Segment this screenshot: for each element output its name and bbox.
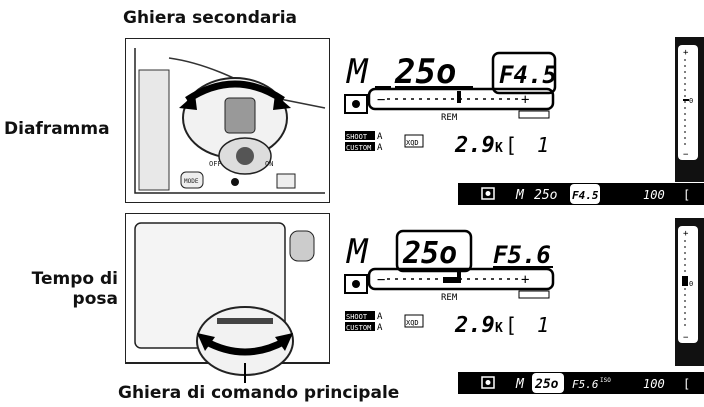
lcd2-shoot: SHOOT	[346, 313, 368, 321]
lcd2-rem: REM	[441, 293, 458, 303]
lcd1-meter-plus: +	[521, 92, 529, 108]
svg-text:0: 0	[689, 97, 693, 105]
lcd1-bracket: [	[505, 133, 517, 157]
svg-text:25o: 25o	[534, 188, 558, 203]
aperture-row-label: Diaframma	[4, 119, 110, 139]
side-exposure-indicator-2: + 0 −	[675, 218, 704, 366]
svg-text:−: −	[683, 150, 689, 160]
svg-text:100: 100	[643, 188, 665, 202]
lcd2-k: K	[495, 321, 503, 336]
lcd1-frames: 1	[537, 133, 549, 157]
shutter-row-label-line2: posa	[72, 289, 118, 309]
lcd1-meter-box	[367, 87, 555, 111]
lcd1-meter-minus: −	[377, 92, 385, 108]
lcd1-aperture-highlight	[491, 51, 557, 95]
lcd1-k: K	[495, 141, 503, 156]
bottom-dial-label: Ghiera di comando principale	[118, 383, 400, 403]
lcd2-meter-box	[367, 267, 555, 291]
viewfinder-info-2: M 25o F5.6 ISO 100 [	[458, 372, 704, 394]
lcd1-mode: M	[346, 52, 369, 92]
lcd1-custom: CUSTOM	[346, 144, 371, 152]
svg-text:M: M	[515, 188, 525, 203]
svg-text:[: [	[683, 377, 690, 391]
lcd1-shoot: SHOOT	[346, 133, 368, 141]
lcd2-a2: A	[377, 323, 383, 333]
lcd2-mode: M	[346, 232, 369, 272]
svg-text:F5.6: F5.6	[572, 378, 599, 391]
svg-text:+: +	[683, 229, 689, 239]
side-exposure-indicator-1: + 0 −	[675, 37, 704, 182]
lcd2-meter-plus: +	[521, 272, 529, 288]
svg-text:MODE: MODE	[184, 178, 199, 185]
control-panel-aperture: M 25o F4.5 − + REM SHOOT CUSTOM A A XQD …	[344, 51, 557, 158]
top-dial-label: Ghiera secondaria	[123, 8, 298, 28]
lcd1-a2: A	[377, 143, 383, 153]
svg-text:+: +	[683, 48, 689, 58]
svg-text:0: 0	[689, 280, 693, 288]
camera-top-illustration: OFF ON MODE	[125, 38, 330, 203]
svg-text:OFF: OFF	[209, 160, 222, 168]
lcd2-shutter-highlight	[395, 229, 473, 273]
lcd2-meter-minus: −	[377, 272, 385, 288]
lcd2-aperture: F5.6	[493, 241, 551, 269]
svg-text:−: −	[683, 333, 689, 343]
svg-text:100: 100	[643, 377, 665, 391]
svg-text:F4.5: F4.5	[572, 189, 599, 202]
lcd1-capacity: 2.9	[454, 133, 495, 158]
lcd1-shutter: 25o	[394, 52, 456, 92]
svg-text:25o: 25o	[534, 377, 559, 392]
lcd2-a1: A	[377, 312, 383, 322]
svg-text:[: [	[683, 188, 690, 202]
control-panel-shutter: M 25o F5.6 − + REM SHOOT CUSTOM A A XQD …	[344, 229, 555, 338]
svg-text:ISO: ISO	[600, 377, 611, 384]
lcd2-bracket: [	[505, 313, 517, 337]
lcd1-rem: REM	[441, 113, 458, 123]
lcd1-card: XQD	[406, 139, 419, 147]
lcd1-a1: A	[377, 132, 383, 142]
lcd2-card: XQD	[406, 319, 419, 327]
shutter-row-label-line1: Tempo di	[31, 269, 118, 289]
lcd2-custom: CUSTOM	[346, 324, 371, 332]
svg-text:M: M	[515, 377, 525, 392]
viewfinder-info-1: M 25o F4.5 100 [	[458, 183, 704, 205]
lcd2-shutter: 25o	[402, 236, 457, 271]
camera-back-illustration	[125, 213, 330, 383]
svg-text:ON: ON	[265, 160, 273, 168]
lcd1-aperture: F4.5	[499, 61, 557, 89]
lcd2-frames: 1	[537, 313, 549, 337]
lcd2-capacity: 2.9	[454, 313, 495, 338]
